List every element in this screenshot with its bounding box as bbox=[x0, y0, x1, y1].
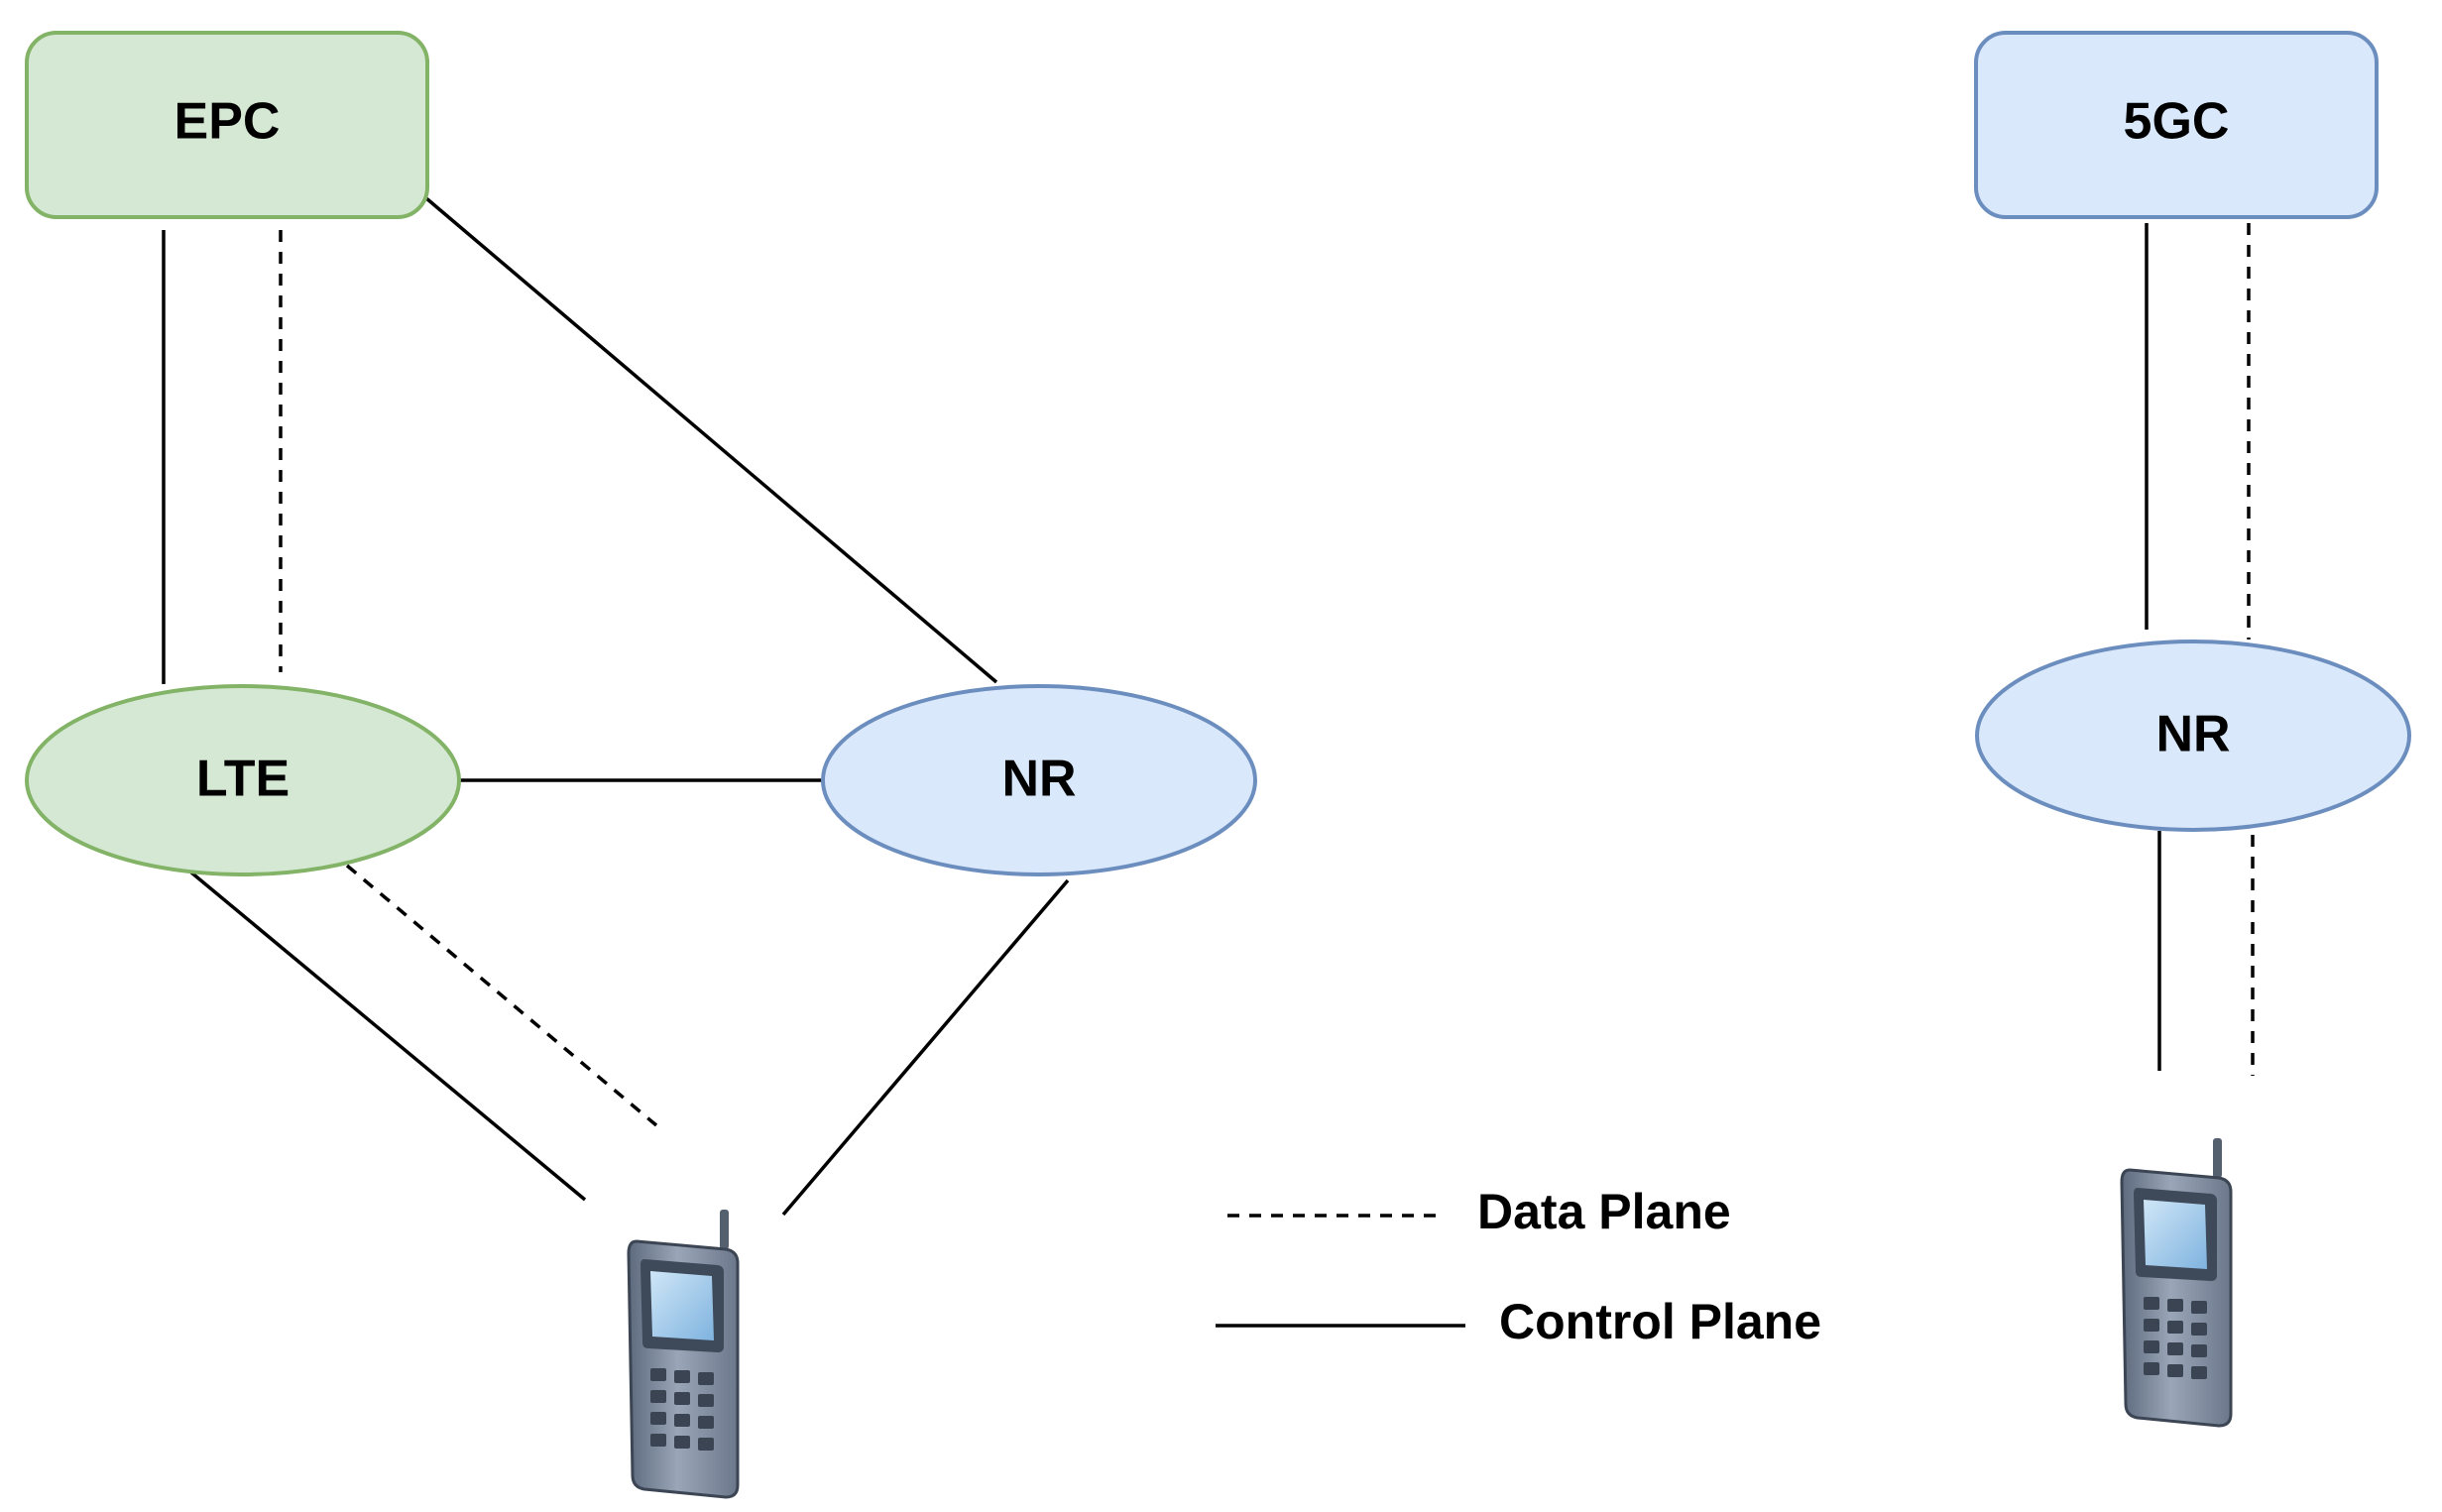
mobile-phone-icon bbox=[627, 1208, 740, 1499]
epc-node: EPC bbox=[25, 31, 429, 219]
nr-ue-control-link bbox=[781, 878, 1070, 1217]
nr-nsa-label: NR bbox=[1001, 751, 1076, 808]
legend: Data Plane Control Plane bbox=[1216, 1184, 1821, 1349]
lte-ue-data-link bbox=[345, 864, 658, 1127]
nr-sa-label: NR bbox=[2155, 706, 2230, 763]
nr-sa-ellipse bbox=[1975, 640, 2411, 832]
epc-label: EPC bbox=[174, 93, 281, 151]
nr-sa-node: NR bbox=[1975, 640, 2411, 832]
lte-label: LTE bbox=[196, 751, 290, 808]
nr-nsa-ellipse bbox=[821, 684, 1257, 876]
lte-node: LTE bbox=[25, 684, 461, 876]
epc-box bbox=[25, 31, 429, 219]
5gc-label: 5GC bbox=[2124, 93, 2230, 151]
mobile-phone-icon bbox=[2120, 1136, 2233, 1428]
5gc-node: 5GC bbox=[1974, 31, 2379, 219]
legend-data-plane-label: Data Plane bbox=[1477, 1184, 1731, 1239]
5gc-box bbox=[1974, 31, 2379, 219]
lte-ellipse bbox=[25, 684, 461, 876]
lte-ue-control-link bbox=[189, 871, 587, 1202]
legend-control-plane-label: Control Plane bbox=[1499, 1294, 1821, 1349]
nr-nsa-node: NR bbox=[821, 684, 1257, 876]
epc-nr-control-link bbox=[424, 196, 998, 684]
